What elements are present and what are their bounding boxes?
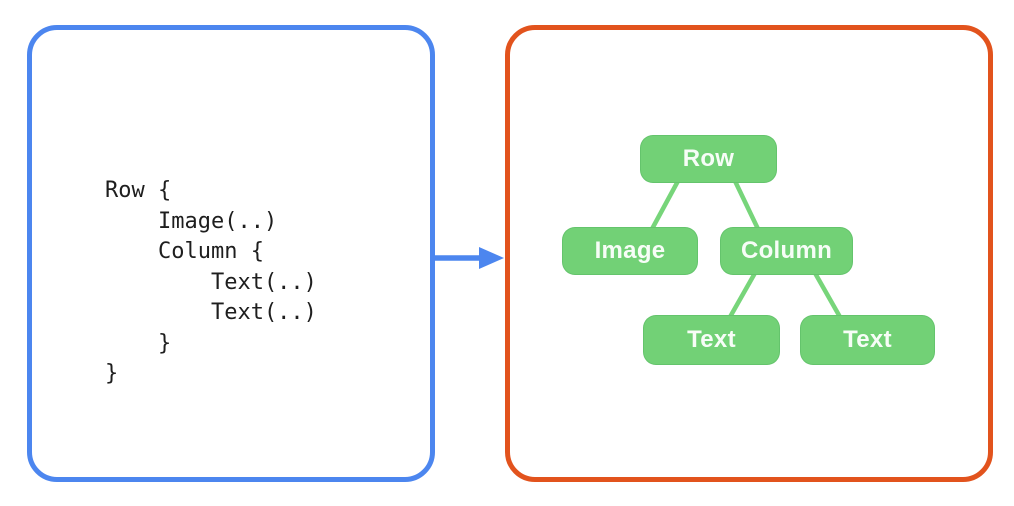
tree-edges: [649, 178, 843, 320]
arrow-right-icon: [435, 247, 504, 269]
code-block: Row { Image(..) Column { Text(..) Text(.…: [105, 178, 317, 386]
tree-node-text-right: Text: [800, 315, 935, 365]
tree-node-image: Image: [562, 227, 698, 275]
tree-node-column: Column: [720, 227, 853, 275]
code-panel: Row { Image(..) Column { Text(..) Text(.…: [27, 25, 435, 482]
tree-node-text-left: Text: [643, 315, 780, 365]
tree-node-row: Row: [640, 135, 777, 183]
tree-panel: Row Image Column Text Text: [505, 25, 993, 482]
